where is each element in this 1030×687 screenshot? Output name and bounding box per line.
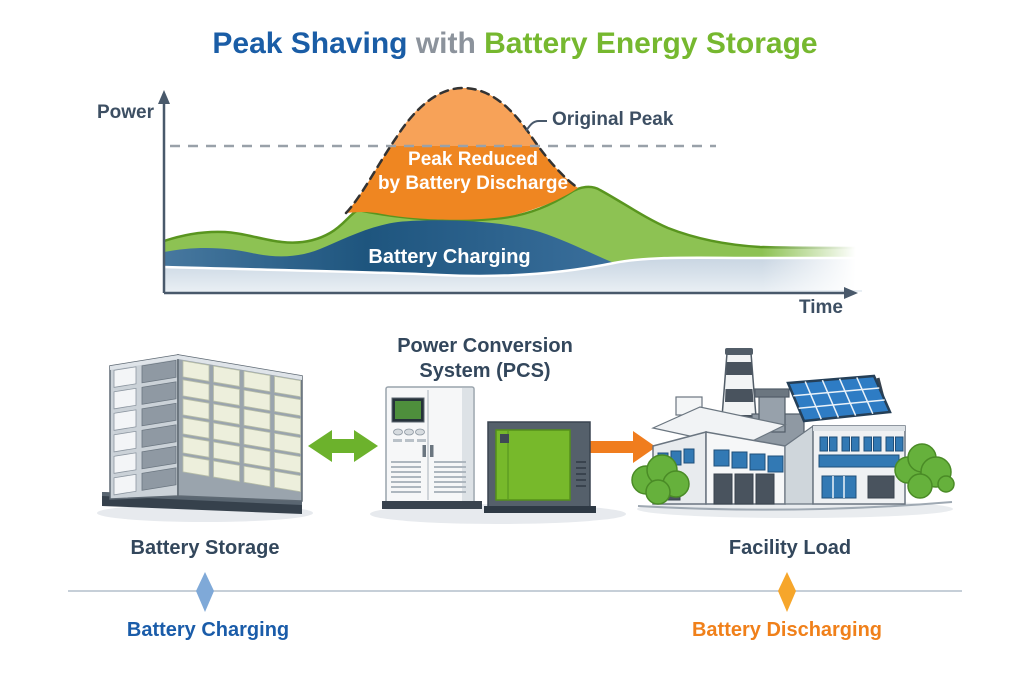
bush-icon [631, 454, 690, 505]
right-building-storefront [821, 475, 857, 499]
pcs-cabinet-base [382, 501, 482, 509]
battery-module-grid [182, 360, 301, 493]
right-building-door [867, 475, 895, 499]
solar-panel-icon [786, 374, 892, 423]
right-building-blue-band [818, 454, 900, 468]
load-chart [158, 84, 866, 299]
pcs-door-handle-right [430, 445, 434, 457]
mid-building-windows [713, 449, 784, 473]
title-part-gray: with [407, 27, 485, 60]
battery-storage-label: Battery Storage [130, 537, 280, 559]
y-axis-label: Power [97, 102, 155, 123]
small-chimney-cap [754, 388, 790, 398]
title-part-green: Battery Energy Storage [484, 27, 818, 60]
pcs-green-panel-vent [500, 434, 509, 443]
page-title: Peak Shaving with Battery Energy Storage [0, 27, 1030, 61]
chimney-stripe [726, 362, 753, 375]
right-fade [762, 84, 866, 290]
pcs-buttons [393, 428, 426, 442]
peak-reduced-label: Peak Reduced by Battery Discharge [348, 148, 598, 196]
baseline-band-highlight [163, 256, 862, 278]
y-axis-arrow-icon [158, 90, 170, 104]
charging-diamond-icon [196, 572, 214, 612]
x-axis-label: Time [798, 297, 843, 318]
pcs-side-vents [576, 461, 586, 487]
peak-reduced-line1: Peak Reduced [408, 149, 538, 170]
pcs-vent-grilles [391, 461, 466, 493]
battery-top-ridge [110, 355, 302, 380]
chart-battery-charging-label: Battery Charging [368, 246, 531, 268]
right-building-upper-windows [819, 436, 904, 452]
chimney-cap [725, 348, 753, 355]
charge-discharge-arrow-icon [308, 430, 378, 462]
peak-reduced-line2: by Battery Discharge [377, 173, 569, 194]
peak-reduced-region [346, 88, 578, 220]
peak-cap-above-threshold [392, 88, 536, 146]
original-peak-callout-line [525, 120, 547, 132]
pcs-illustration [370, 386, 626, 524]
battery-storage-illustration [97, 354, 313, 522]
battery-charging-region [164, 220, 614, 276]
battery-side-panels [113, 359, 177, 496]
facility-ground-line [637, 501, 953, 511]
discharge-arrow-icon [588, 431, 656, 463]
mid-building-garage-doors [713, 473, 775, 505]
bush-icon [894, 443, 955, 499]
chimney-stripe [725, 389, 754, 402]
title-part-blue: Peak Shaving [212, 27, 408, 60]
battery-charging-label: Battery Charging [126, 619, 290, 641]
facility-load-label: Facility Load [728, 537, 852, 559]
pcs-label-line2: System (PCS) [419, 360, 551, 382]
original-peak-label: Original Peak [552, 109, 674, 130]
facility-illustration [631, 348, 955, 518]
original-load-dashed-curve [344, 86, 580, 215]
baseline-band [164, 257, 862, 292]
axes [162, 100, 846, 295]
pcs-label-line1: Power Conversion [397, 335, 573, 357]
x-axis-arrow-icon [844, 287, 858, 299]
pcs-cabinet-side-shade [462, 388, 473, 502]
pcs-door-handle-left [422, 445, 426, 457]
pcs-unit-base [484, 506, 596, 513]
mode-timeline [68, 572, 962, 612]
shaved-load-stroke [163, 185, 863, 250]
battery-discharging-label: Battery Discharging [691, 619, 883, 641]
pcs-label: Power Conversion System (PCS) [365, 334, 605, 384]
pcs-screen [395, 401, 421, 419]
discharging-diamond-icon [778, 572, 796, 612]
right-building-parapet [813, 426, 905, 431]
